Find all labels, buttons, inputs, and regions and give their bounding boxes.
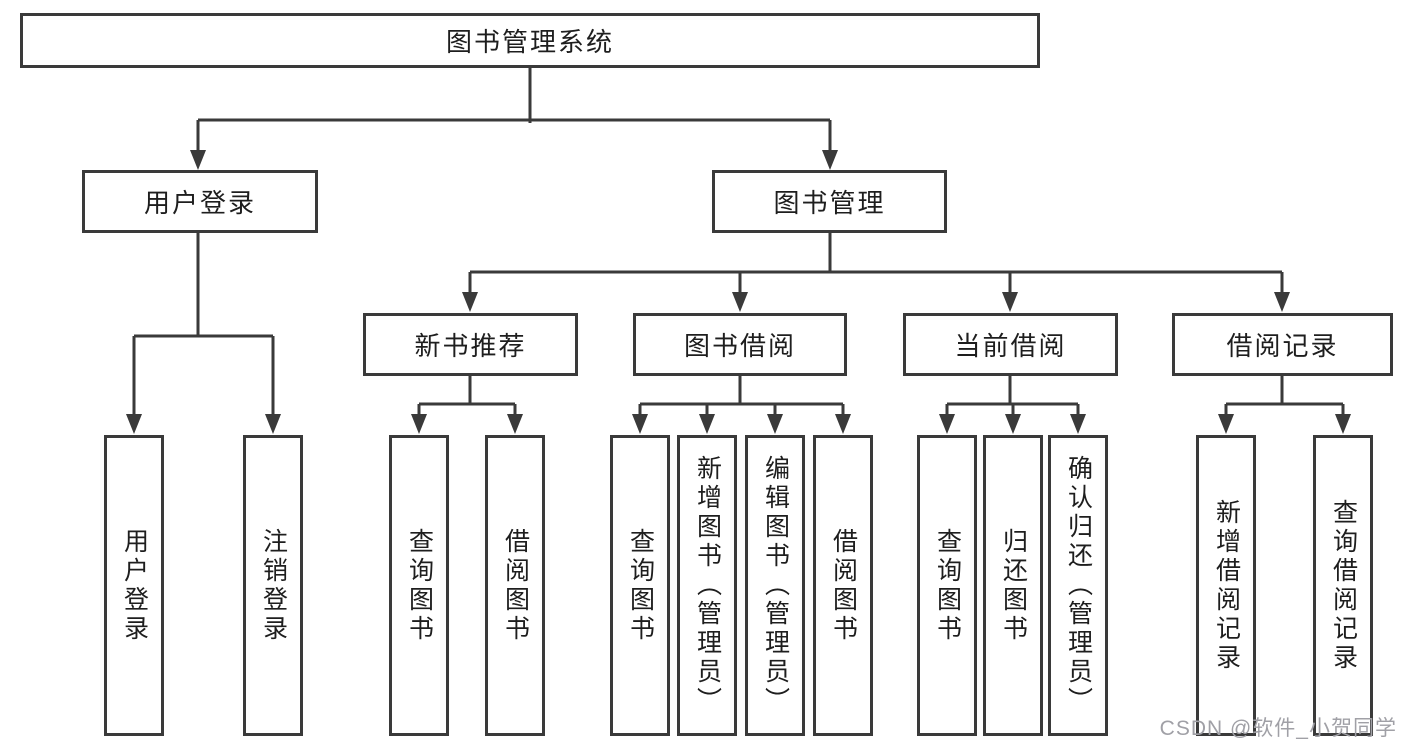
connector-user-login-children xyxy=(126,233,281,434)
leaf-edit-book-admin: 编辑图书（管理员） xyxy=(745,435,805,736)
leaf-label: 查询图书 xyxy=(933,527,962,644)
leaf-return-books: 归还图书 xyxy=(983,435,1043,736)
csdn-watermark: CSDN @软件_小贺同学 xyxy=(1159,717,1397,740)
node-label: 图书管理 xyxy=(773,188,886,218)
arrow-down-icon xyxy=(822,150,838,170)
leaf-label: 查询图书 xyxy=(626,527,655,644)
leaf-label: 新增借阅记录 xyxy=(1212,498,1241,673)
arrow-down-icon xyxy=(190,150,206,170)
leaf-label: 归还图书 xyxy=(999,527,1028,644)
arrow-down-icon xyxy=(1005,414,1021,434)
leaf-label: 查询借阅记录 xyxy=(1329,498,1358,673)
arrow-down-icon xyxy=(1274,292,1290,312)
node-label: 新书推荐 xyxy=(414,331,527,361)
leaf-query-borrow-record: 查询借阅记录 xyxy=(1313,435,1373,736)
arrow-down-icon xyxy=(632,414,648,434)
node-book-borrowing: 图书借阅 xyxy=(633,313,847,376)
connector-root-to-level2 xyxy=(190,68,838,170)
arrow-down-icon xyxy=(1002,292,1018,312)
node-book-management: 图书管理 xyxy=(712,170,947,233)
arrow-down-icon xyxy=(767,414,783,434)
arrow-down-icon xyxy=(462,292,478,312)
leaf-query-books-recommend: 查询图书 xyxy=(389,435,449,736)
arrow-down-icon xyxy=(265,414,281,434)
leaf-label: 借阅图书 xyxy=(829,527,858,644)
arrow-down-icon xyxy=(1218,414,1234,434)
leaf-user-login: 用户登录 xyxy=(104,435,164,736)
node-current-borrowing: 当前借阅 xyxy=(903,313,1118,376)
arrow-down-icon xyxy=(699,414,715,434)
connector-current-borrowing-children xyxy=(939,376,1086,434)
leaf-query-books-current: 查询图书 xyxy=(917,435,977,736)
arrow-down-icon xyxy=(1070,414,1086,434)
node-label: 图书借阅 xyxy=(683,331,796,361)
node-borrow-records: 借阅记录 xyxy=(1172,313,1393,376)
arrow-down-icon xyxy=(411,414,427,434)
leaf-label: 查询图书 xyxy=(405,527,434,644)
leaf-add-book-admin: 新增图书（管理员） xyxy=(677,435,737,736)
arrow-down-icon xyxy=(835,414,851,434)
node-label: 图书管理系统 xyxy=(445,27,614,57)
connector-book-borrowing-children xyxy=(632,376,851,434)
arrow-down-icon xyxy=(507,414,523,434)
node-library-management-system: 图书管理系统 xyxy=(20,13,1040,68)
leaf-borrow-books-borrowing: 借阅图书 xyxy=(813,435,873,736)
leaf-logout: 注销登录 xyxy=(243,435,303,736)
connector-book-management-children xyxy=(462,233,1290,312)
leaf-query-books-borrowing: 查询图书 xyxy=(610,435,670,736)
arrow-down-icon xyxy=(939,414,955,434)
node-label: 借阅记录 xyxy=(1226,331,1339,361)
connector-borrow-records-children xyxy=(1218,376,1351,434)
node-user-login: 用户登录 xyxy=(82,170,318,233)
leaf-label: 用户登录 xyxy=(120,527,149,644)
connector-new-book-children xyxy=(411,376,523,434)
arrow-down-icon xyxy=(1335,414,1351,434)
leaf-add-borrow-record: 新增借阅记录 xyxy=(1196,435,1256,736)
leaf-label: 编辑图书（管理员） xyxy=(761,455,790,716)
node-label: 用户登录 xyxy=(143,188,256,218)
leaf-label: 注销登录 xyxy=(259,527,288,644)
leaf-label: 确认归还（管理员） xyxy=(1064,455,1093,716)
arrow-down-icon xyxy=(732,292,748,312)
leaf-borrow-books-recommend: 借阅图书 xyxy=(485,435,545,736)
leaf-label: 新增图书（管理员） xyxy=(693,455,722,716)
arrow-down-icon xyxy=(126,414,142,434)
node-new-book-recommend: 新书推荐 xyxy=(363,313,578,376)
leaf-label: 借阅图书 xyxy=(501,527,530,644)
node-label: 当前借阅 xyxy=(954,331,1067,361)
leaf-confirm-return-admin: 确认归还（管理员） xyxy=(1048,435,1108,736)
